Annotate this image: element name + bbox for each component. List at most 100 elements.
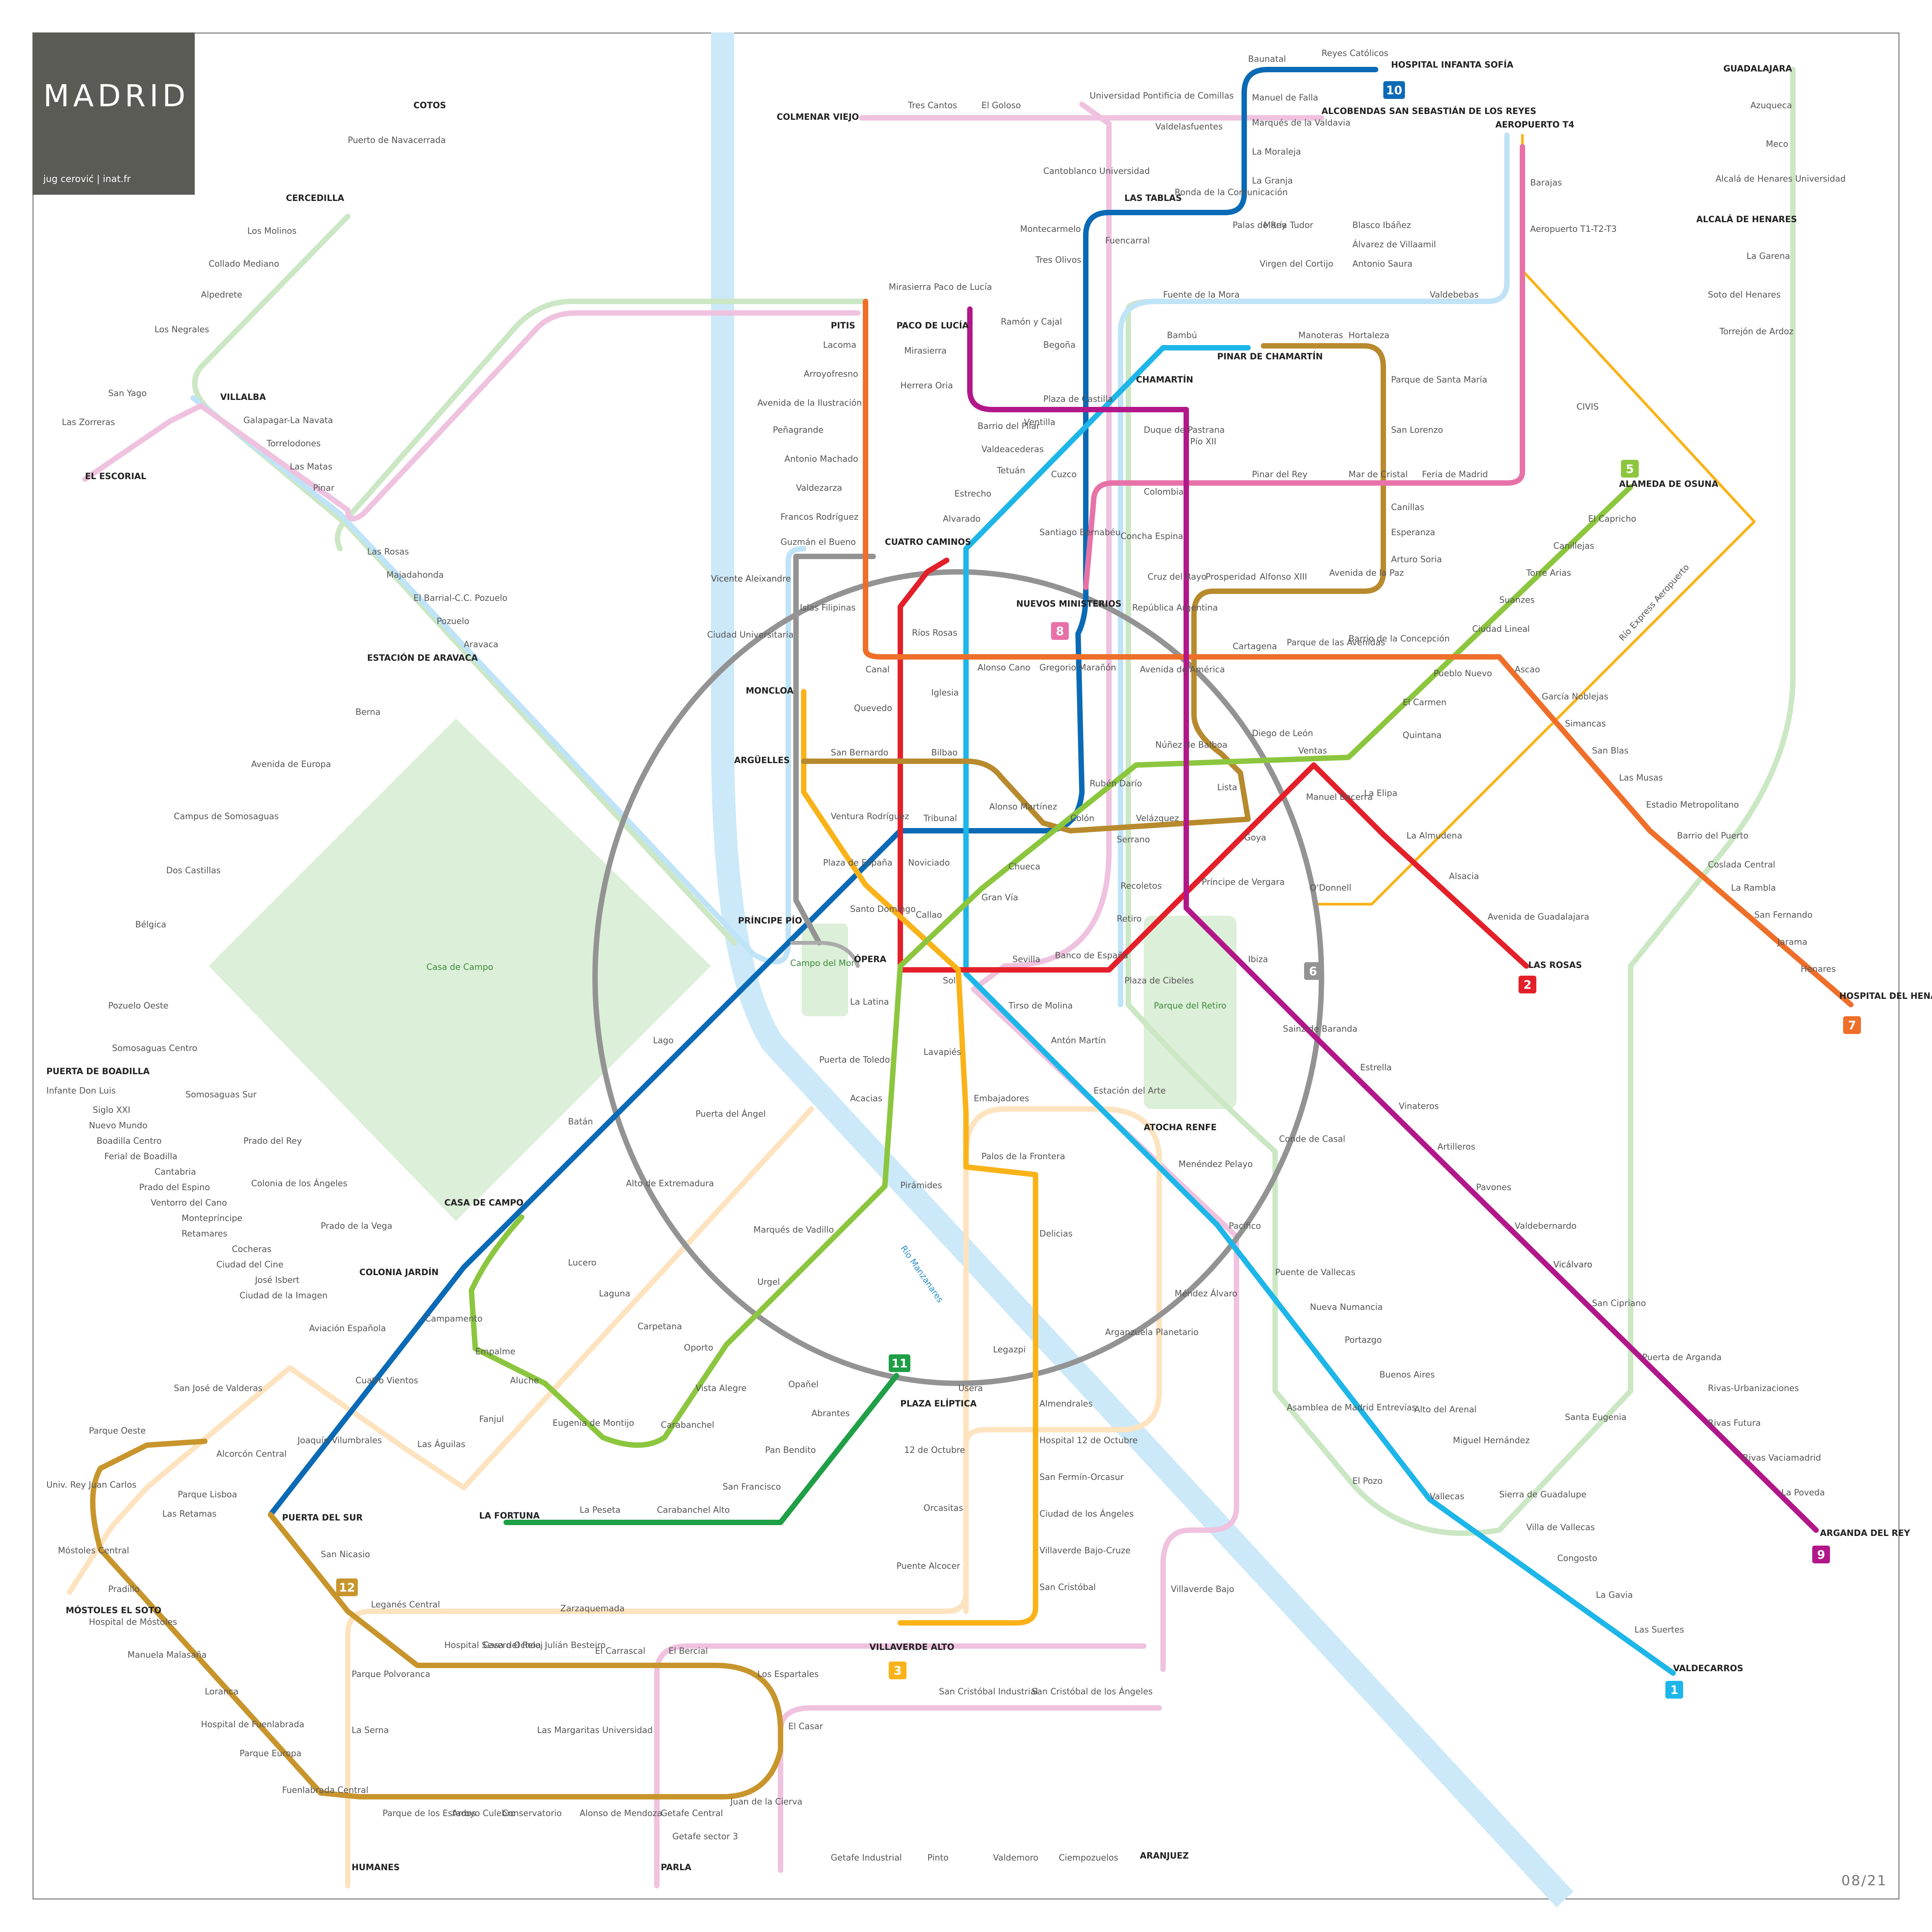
station-label: El Bercial bbox=[668, 1646, 708, 1656]
station-label: Majadahonda bbox=[386, 570, 444, 580]
station-label: Arganzuela Planetario bbox=[1105, 1328, 1199, 1337]
station-label: Estrecho bbox=[954, 489, 992, 499]
terminal-pinar-de-chamartin: PINAR DE CHAMARTÍN bbox=[1217, 352, 1323, 362]
station-label: Rivas-Urbanizaciones bbox=[1708, 1384, 1799, 1393]
station-label: Manuel de Falla bbox=[1252, 93, 1318, 103]
station-label: Parque Lisboa bbox=[178, 1490, 237, 1500]
svg-text:3: 3 bbox=[894, 1664, 902, 1678]
station-label: Pío XII bbox=[1190, 437, 1216, 447]
station-label: Usera bbox=[958, 1384, 983, 1393]
river-label: Río Manzanares bbox=[898, 1244, 945, 1304]
station-label: Zarzaquemada bbox=[560, 1604, 624, 1614]
station-label: Torre Arias bbox=[1526, 568, 1571, 578]
station-label: Rubén Darío bbox=[1090, 779, 1142, 789]
station-label: La Elipa bbox=[1364, 789, 1397, 798]
station-label: Pinto bbox=[927, 1853, 949, 1863]
terminal-villaverde-alto: VILLAVERDE ALTO bbox=[869, 1643, 954, 1652]
station-label: Villaverde Bajo-Cruze bbox=[1039, 1546, 1131, 1556]
station-label: Dos Castillas bbox=[166, 866, 221, 876]
station-label: San Lorenzo bbox=[1391, 425, 1443, 435]
station-label: La Rambla bbox=[1731, 883, 1776, 893]
station-label: Vista Alegre bbox=[696, 1384, 747, 1393]
station-label: Ventilla bbox=[1024, 418, 1055, 427]
station-label: Canillas bbox=[1391, 503, 1424, 512]
station-label: Aluche bbox=[510, 1376, 539, 1386]
station-label: Suanzes bbox=[1499, 595, 1535, 605]
station-label: Valdelasfuentes bbox=[1155, 122, 1223, 132]
station-label: Las Matas bbox=[290, 462, 332, 472]
station-label: Pan Bendito bbox=[765, 1446, 816, 1455]
station-label: Casa del Reloj bbox=[483, 1641, 543, 1650]
station-label: El Carmen bbox=[1403, 698, 1446, 707]
station-label: Avenida de Guadalajara bbox=[1488, 912, 1589, 922]
station-label: Vicálvaro bbox=[1553, 1260, 1592, 1270]
station-label: Quevedo bbox=[854, 704, 892, 713]
station-label: Islas Filipinas bbox=[800, 603, 855, 613]
terminal-pitis: PITIS bbox=[831, 321, 855, 331]
station-label: Abrantes bbox=[811, 1409, 850, 1418]
station-label: Concha Espina bbox=[1121, 532, 1183, 541]
station-label: Lago bbox=[653, 1036, 673, 1046]
terminal-el-escorial: EL ESCORIAL bbox=[85, 472, 146, 481]
station-label: Aviación Española bbox=[309, 1324, 386, 1333]
station-label: Álvarez de Villaamil bbox=[1352, 240, 1436, 250]
terminal-la-fortuna: LA FORTUNA bbox=[479, 1511, 540, 1521]
station-label: Carabanchel Alto bbox=[657, 1505, 730, 1515]
terminal-cotos: COTOS bbox=[413, 101, 446, 111]
station-label: La Serna bbox=[352, 1726, 389, 1735]
station-label: Buenos Aires bbox=[1379, 1370, 1435, 1380]
station-label: Plaza de España bbox=[823, 858, 893, 868]
station-label: Pinar del Rey bbox=[1252, 470, 1308, 480]
station-label: Canillejas bbox=[1553, 541, 1594, 551]
station-label: La Moraleja bbox=[1252, 147, 1301, 157]
terminal-mostoles-el-soto: MÓSTOLES EL SOTO bbox=[66, 1605, 162, 1616]
station-label: Getafe Industrial bbox=[831, 1853, 902, 1863]
station-label: Vicente Aleixandre bbox=[711, 574, 791, 584]
station-label: Infante Don Luis bbox=[46, 1086, 116, 1096]
station-label: San Cipriano bbox=[1592, 1299, 1646, 1308]
station-label: Alonso de Mendoza bbox=[580, 1809, 662, 1818]
station-label: Ciudad de la Imagen bbox=[240, 1291, 328, 1301]
terminal-arganda-del-rey: ARGANDA DEL REY bbox=[1820, 1529, 1910, 1538]
station-label: Peñagrande bbox=[773, 425, 823, 435]
station-label: Mirasierra bbox=[904, 346, 947, 356]
park-label-campo-del-moro: Campo del Moro bbox=[790, 959, 860, 968]
station-label: El Goloso bbox=[981, 101, 1021, 111]
label-rio-express: Río Express Aeropuerto bbox=[1617, 563, 1691, 643]
station-label: San Fernando bbox=[1754, 910, 1813, 920]
station-label: Valdeacederas bbox=[981, 445, 1044, 454]
station-label: Antón Martín bbox=[1051, 1036, 1106, 1046]
station-label: Móstoles Central bbox=[58, 1546, 129, 1556]
station-label: Las Águilas bbox=[417, 1439, 465, 1449]
map-date: 08/21 bbox=[1841, 1873, 1887, 1889]
station-label: San Yago bbox=[108, 389, 147, 398]
station-label: Simancas bbox=[1565, 719, 1606, 729]
station-label: Sierra de Guadalupe bbox=[1499, 1490, 1587, 1500]
station-label: Getafe Central bbox=[661, 1809, 723, 1818]
station-label: Baunatal bbox=[1248, 54, 1286, 64]
station-label: Valdezarza bbox=[796, 483, 842, 493]
station-label: Gran Vía bbox=[981, 893, 1018, 903]
station-label: Puerta de Toledo bbox=[819, 1055, 890, 1065]
station-label: CUATRO CAMINOS bbox=[885, 537, 971, 547]
line-c3c4 bbox=[974, 104, 1236, 1669]
station-label: Alcorcón Central bbox=[216, 1449, 287, 1459]
park-label-retiro: Parque del Retiro bbox=[1154, 1001, 1226, 1011]
station-label: Puente Alcocer bbox=[896, 1561, 961, 1571]
station-label: Barrio de la Concepción bbox=[1349, 634, 1450, 644]
station-label: San José de Valderas bbox=[174, 1384, 262, 1393]
station-label: Recoletos bbox=[1121, 881, 1162, 891]
station-label: La Peseta bbox=[580, 1505, 621, 1515]
station-label: Fuenlabrada Central bbox=[282, 1786, 369, 1795]
station-label: CHAMARTÍN bbox=[1136, 375, 1193, 385]
station-label: Berna bbox=[355, 707, 381, 717]
station-label: Leganés Central bbox=[371, 1600, 440, 1610]
station-label: Palos de la Frontera bbox=[981, 1152, 1065, 1162]
station-label: Carabanchel bbox=[661, 1420, 714, 1430]
label-civis: CIVIS bbox=[1577, 402, 1599, 412]
line-c4-south bbox=[657, 1646, 1144, 1886]
station-label: Villaverde Bajo bbox=[1171, 1585, 1234, 1594]
station-label: Serrano bbox=[1117, 835, 1150, 845]
station-label: Callao bbox=[916, 910, 942, 920]
